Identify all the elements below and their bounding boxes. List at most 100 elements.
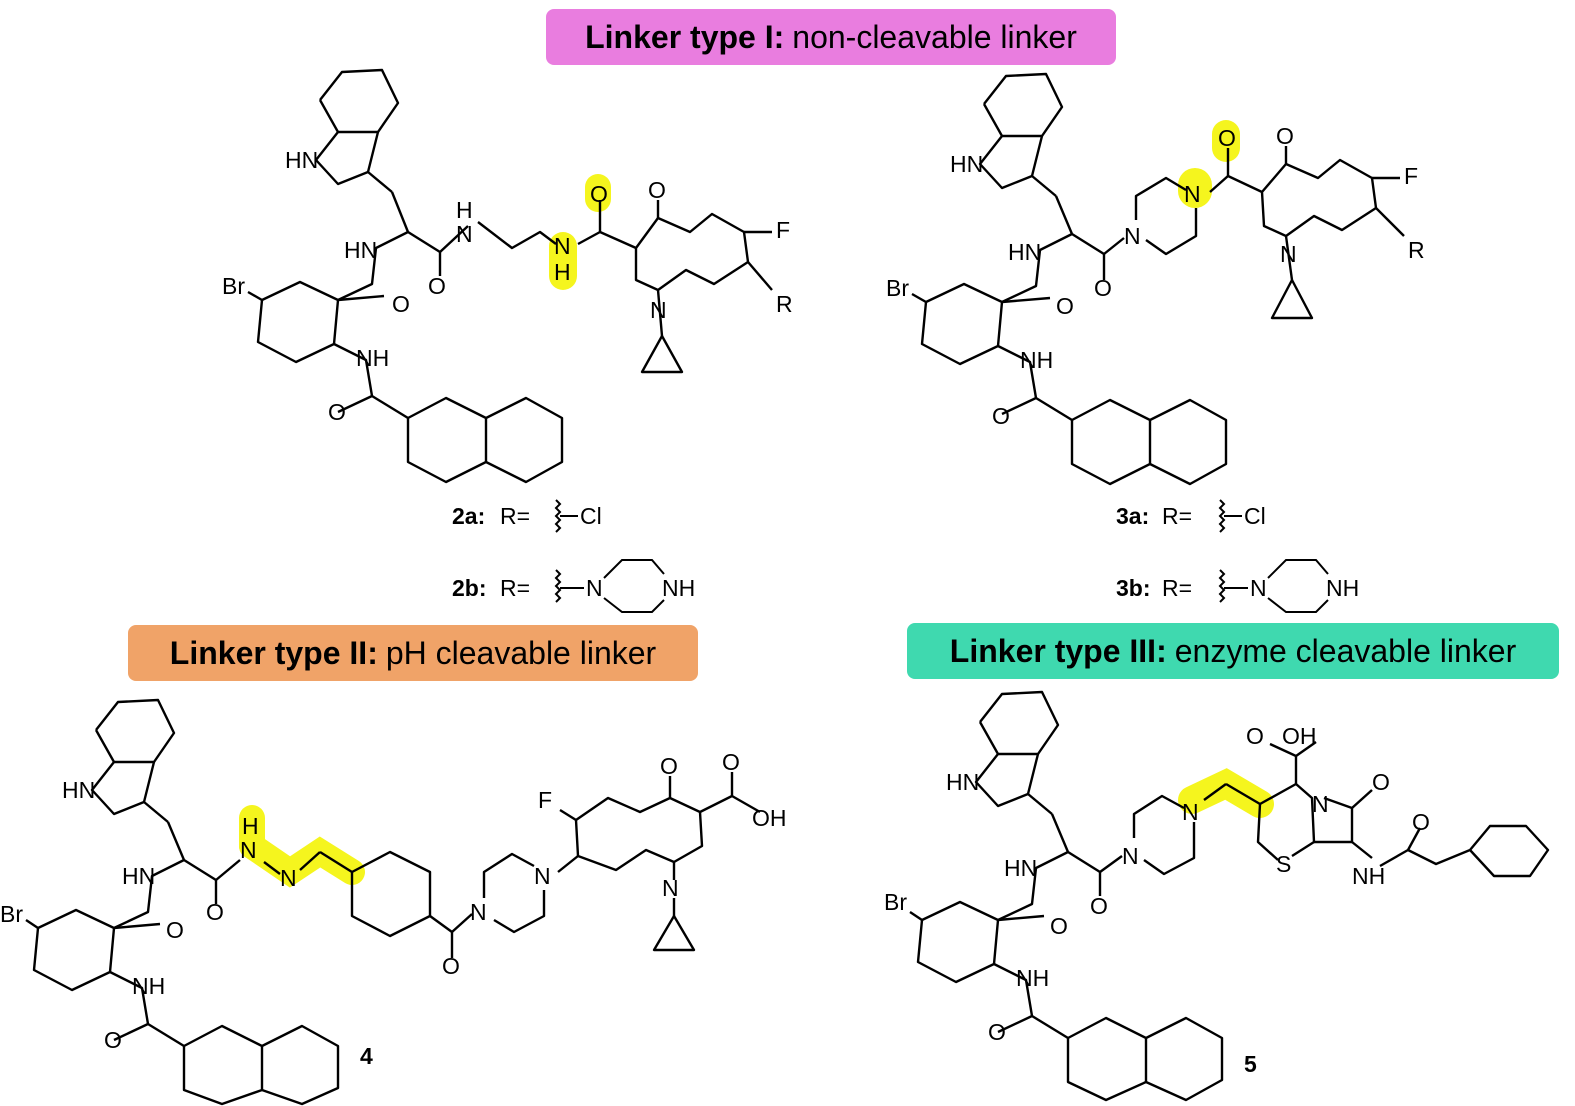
- compound-2-atoms: HN HN O H N N H O O F R N Br O NH O: [222, 147, 793, 425]
- compound-2b-nh: NH: [662, 575, 695, 601]
- compound-2-highlight: [549, 174, 611, 290]
- compound-2b-label: 2b:: [452, 575, 487, 601]
- linker-type-2-heading: Linker type II: pH cleavable linker: [128, 625, 698, 681]
- compound-2b-n: N: [586, 575, 603, 601]
- atom-label: Br: [886, 275, 909, 301]
- atom-label: O: [1056, 293, 1074, 319]
- atom-label: HN: [946, 769, 979, 795]
- linker-type-3-text: enzyme cleavable linker: [1174, 632, 1517, 669]
- atom-label: O: [442, 953, 460, 979]
- atom-label: HN: [62, 777, 95, 803]
- atom-label: HN: [285, 147, 318, 173]
- compound-3a-r: R=: [1162, 503, 1192, 529]
- atom-label: O: [1218, 125, 1236, 151]
- atom-label: HN: [1008, 239, 1041, 265]
- atom-label: NH: [1016, 965, 1049, 991]
- compound-3b-n: N: [1250, 575, 1267, 601]
- linker-type-3-heading: Linker type III: enzyme cleavable linker: [907, 623, 1559, 679]
- compound-5-label: 5: [1244, 1051, 1257, 1077]
- atom-label: F: [538, 787, 552, 813]
- compound-3b-nh: NH: [1326, 575, 1359, 601]
- compound-3a-substituent: Cl: [1244, 503, 1266, 529]
- atom-label: N: [470, 899, 487, 925]
- atom-label: R: [1408, 237, 1425, 263]
- atom-label: N: [650, 297, 667, 323]
- compound-4-atoms: HN HN O H N N N O N F O O OH N Br O NH O: [0, 749, 787, 1053]
- atom-label: NH: [356, 345, 389, 371]
- atom-label: N: [1122, 843, 1139, 869]
- compound-2b-r: R=: [500, 575, 530, 601]
- compound-2-bonds: [247, 68, 773, 484]
- atom-label: O: [1246, 723, 1264, 749]
- atom-label: O: [206, 899, 224, 925]
- atom-label: N: [1280, 241, 1297, 267]
- atom-label: H: [242, 813, 259, 839]
- atom-label: O: [104, 1027, 122, 1053]
- atom-label: O: [1276, 123, 1294, 149]
- atom-label: S: [1276, 851, 1291, 877]
- compound-3-atoms: HN HN O N N O O F R N Br O NH O: [886, 123, 1425, 429]
- atom-label: N: [240, 837, 257, 863]
- compound-2a-r: R=: [500, 503, 530, 529]
- atom-label: O: [1372, 769, 1390, 795]
- atom-label: NH: [1020, 347, 1053, 373]
- atom-label: N: [1182, 799, 1199, 825]
- atom-label: O: [992, 403, 1010, 429]
- atom-label: N: [662, 875, 679, 901]
- atom-label: O: [328, 399, 346, 425]
- atom-label: O: [1050, 913, 1068, 939]
- compound-5-atoms: HN HN O N N O OH N O S NH O Br O NH O: [884, 723, 1430, 1045]
- compound-2-structure: HN HN O H N N H O O F R N Br O NH O: [222, 68, 793, 484]
- linker-type-1-text: non-cleavable linker: [792, 18, 1077, 55]
- atom-label: Br: [222, 273, 245, 299]
- atom-label: Br: [884, 889, 907, 915]
- atom-label: NH: [132, 973, 165, 999]
- compound-5-bonds: [909, 690, 1550, 1102]
- atom-label: N: [534, 863, 551, 889]
- compound-3-bonds: [911, 72, 1405, 486]
- atom-label: O: [988, 1019, 1006, 1045]
- atom-label: N: [1124, 223, 1141, 249]
- r-group-definitions: 2a: R= Cl 2b: R= N NH 3a: R= Cl 3b: R= N…: [452, 499, 1359, 613]
- atom-label: H: [456, 197, 473, 223]
- linker-type-1-bold: Linker type I:: [585, 18, 785, 55]
- atom-label: HN: [344, 237, 377, 263]
- compound-5-highlight: [1178, 768, 1274, 818]
- compound-5-structure: HN HN O N N O OH N O S NH O Br O NH O 5: [884, 690, 1550, 1102]
- atom-label: R: [776, 291, 793, 317]
- linker-type-1-heading: Linker type I: non-cleavable linker: [546, 9, 1116, 65]
- compound-3a-label: 3a:: [1116, 503, 1149, 529]
- linker-type-3-bold: Linker type III:: [949, 632, 1167, 669]
- atom-label: O: [166, 917, 184, 943]
- atom-label: HN: [1004, 855, 1037, 881]
- compound-2a-substituent: Cl: [580, 503, 602, 529]
- atom-label: N: [456, 221, 473, 247]
- atom-label: O: [722, 749, 740, 775]
- compound-3-structure: HN HN O N N O O F R N Br O NH O: [886, 72, 1425, 486]
- atom-label: HN: [950, 151, 983, 177]
- atom-label: O: [1094, 275, 1112, 301]
- compound-3-highlight: [1178, 120, 1240, 208]
- atom-label: O: [392, 291, 410, 317]
- compound-3b-label: 3b:: [1116, 575, 1151, 601]
- atom-label: O: [1412, 809, 1430, 835]
- atom-label: N: [554, 233, 571, 259]
- compound-3b-r: R=: [1162, 575, 1192, 601]
- atom-label: O: [428, 273, 446, 299]
- atom-label: HN: [122, 863, 155, 889]
- atom-label: O: [1090, 893, 1108, 919]
- atom-label: NH: [1352, 863, 1385, 889]
- atom-label: OH: [752, 805, 787, 831]
- compound-4-bonds: [25, 698, 761, 1106]
- atom-label: N: [1312, 791, 1329, 817]
- compound-4-structure: HN HN O H N N N O N F O O OH N Br O NH O…: [0, 698, 787, 1106]
- atom-label: H: [554, 259, 571, 285]
- atom-label: Br: [0, 901, 23, 927]
- atom-label: N: [1184, 181, 1201, 207]
- atom-label: F: [1404, 163, 1418, 189]
- atom-label: O: [648, 177, 666, 203]
- compound-4-label: 4: [360, 1043, 373, 1069]
- atom-label: F: [776, 217, 790, 243]
- atom-label: OH: [1282, 723, 1317, 749]
